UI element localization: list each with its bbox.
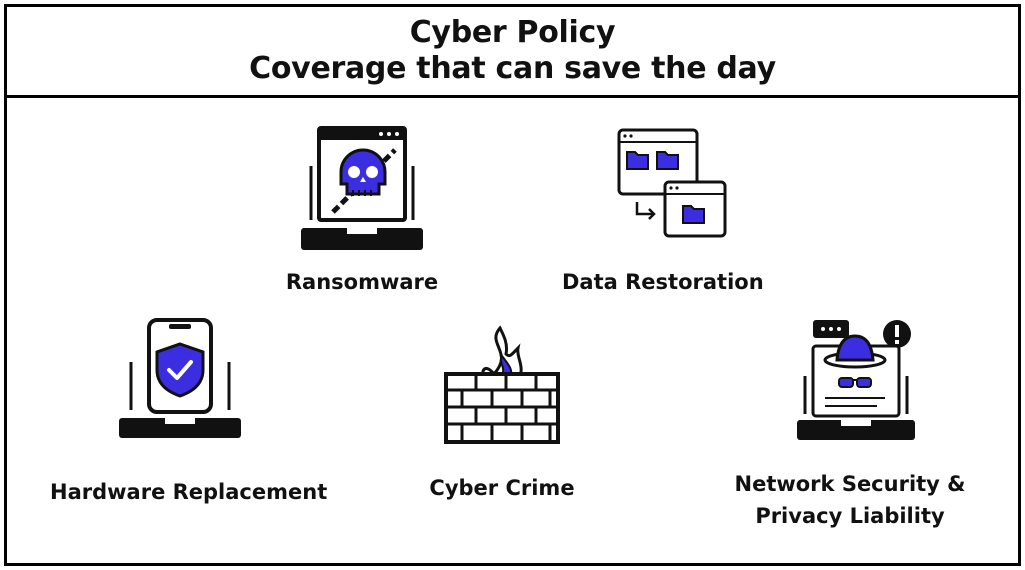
hacker-laptop-icon — [797, 320, 915, 440]
title-banner: Cyber Policy Coverage that can save the … — [7, 7, 1018, 98]
firewall-icon — [444, 325, 560, 444]
ransomware-label: Ransomware — [285, 270, 439, 294]
page-title: Cyber Policy — [409, 15, 616, 50]
coverage-ransomware: Ransomware — [262, 124, 462, 298]
skull-laptop-icon — [301, 126, 423, 250]
data-restoration-label: Data Restoration — [562, 270, 764, 294]
coverage-network-security: Network Security & Privacy Liability — [730, 316, 970, 532]
network-security-label-line1: Network Security & — [734, 472, 966, 496]
network-security-label-line2: Privacy Liability — [755, 504, 945, 528]
coverage-data-restoration: Data Restoration — [562, 124, 764, 298]
coverage-hardware-replacement: Hardware Replacement — [50, 316, 328, 508]
hardware-replacement-label: Hardware Replacement — [50, 480, 328, 504]
coverage-cyber-crime: Cyber Crime — [412, 324, 592, 504]
shield-phone-icon — [119, 318, 241, 438]
cyber-crime-label: Cyber Crime — [429, 476, 575, 500]
page-subtitle: Coverage that can save the day — [249, 51, 776, 86]
diagram-frame: Cyber Policy Coverage that can save the … — [4, 4, 1021, 566]
folder-windows-icon — [617, 128, 727, 238]
